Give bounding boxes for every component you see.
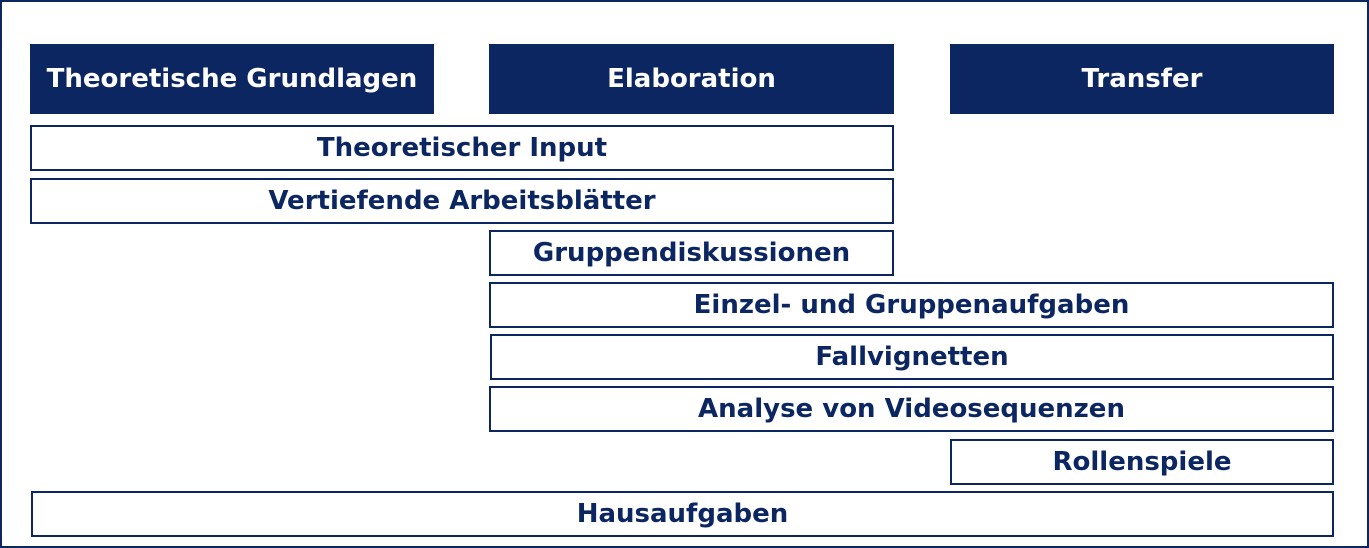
activity-hausaufgaben: Hausaufgaben <box>31 491 1334 537</box>
activity-einzel-und-gruppenaufgaben: Einzel- und Gruppenaufgaben <box>489 282 1334 328</box>
activity-theoretischer-input: Theoretischer Input <box>30 125 894 171</box>
activity-label: Rollenspiele <box>1052 447 1232 477</box>
phase-theoretische-grundlagen: Theoretische Grundlagen <box>30 44 434 114</box>
phase-label: Elaboration <box>607 64 776 94</box>
activity-rollenspiele: Rollenspiele <box>950 439 1334 485</box>
activity-label: Gruppendiskussionen <box>532 238 851 268</box>
activity-fallvignetten: Fallvignetten <box>490 334 1334 380</box>
activity-label: Vertiefende Arbeitsblätter <box>268 186 656 216</box>
activity-vertiefende-arbeitsblaetter: Vertiefende Arbeitsblätter <box>30 178 894 224</box>
activity-label: Analyse von Videosequenzen <box>698 394 1125 424</box>
activity-analyse-von-videosequenzen: Analyse von Videosequenzen <box>489 386 1334 432</box>
activity-label: Einzel- und Gruppenaufgaben <box>693 290 1130 320</box>
activity-label: Fallvignetten <box>815 342 1009 372</box>
phase-transfer: Transfer <box>950 44 1334 114</box>
activity-label: Hausaufgaben <box>576 499 789 529</box>
activity-label: Theoretischer Input <box>316 133 608 163</box>
phase-label: Transfer <box>1081 64 1203 94</box>
phase-label: Theoretische Grundlagen <box>46 64 418 94</box>
phase-elaboration: Elaboration <box>489 44 894 114</box>
activity-gruppendiskussionen: Gruppendiskussionen <box>489 230 894 276</box>
